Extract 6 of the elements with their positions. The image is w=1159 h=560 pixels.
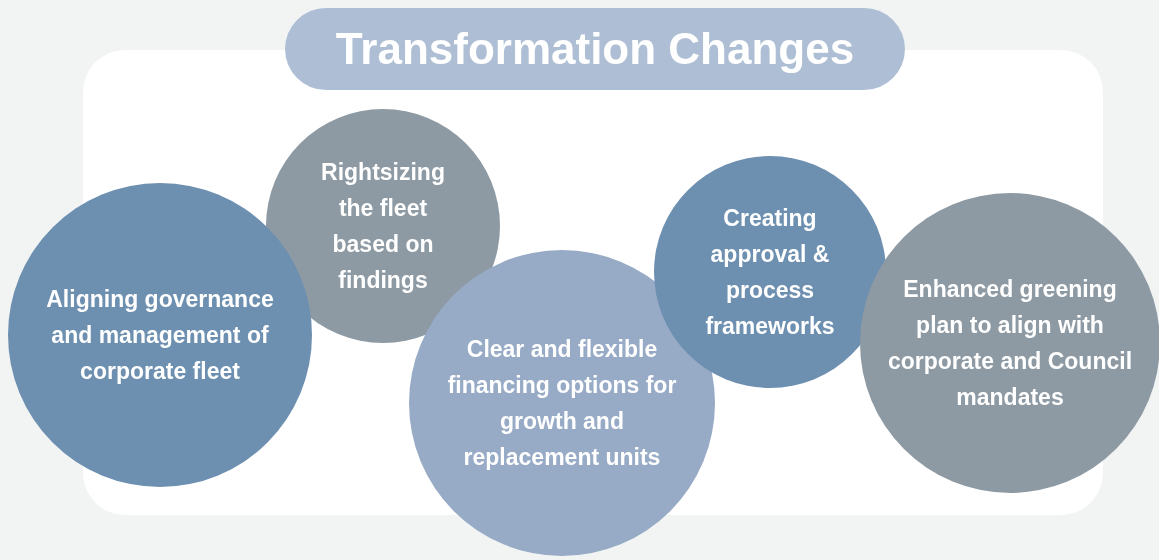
circle-label: Clear and flexible financing options for growth and replacement units bbox=[447, 335, 677, 472]
circle-label: Rightsizing the fleet based on findings bbox=[320, 158, 446, 295]
circle-label: Enhanced greening plan to align with corporate and Council mandates bbox=[886, 275, 1134, 412]
circle-label: Aligning governance and management of corporate fleet bbox=[45, 285, 275, 386]
circle-label: Creating approval & process frameworks bbox=[704, 204, 836, 341]
title-text: Transformation Changes bbox=[335, 24, 855, 74]
